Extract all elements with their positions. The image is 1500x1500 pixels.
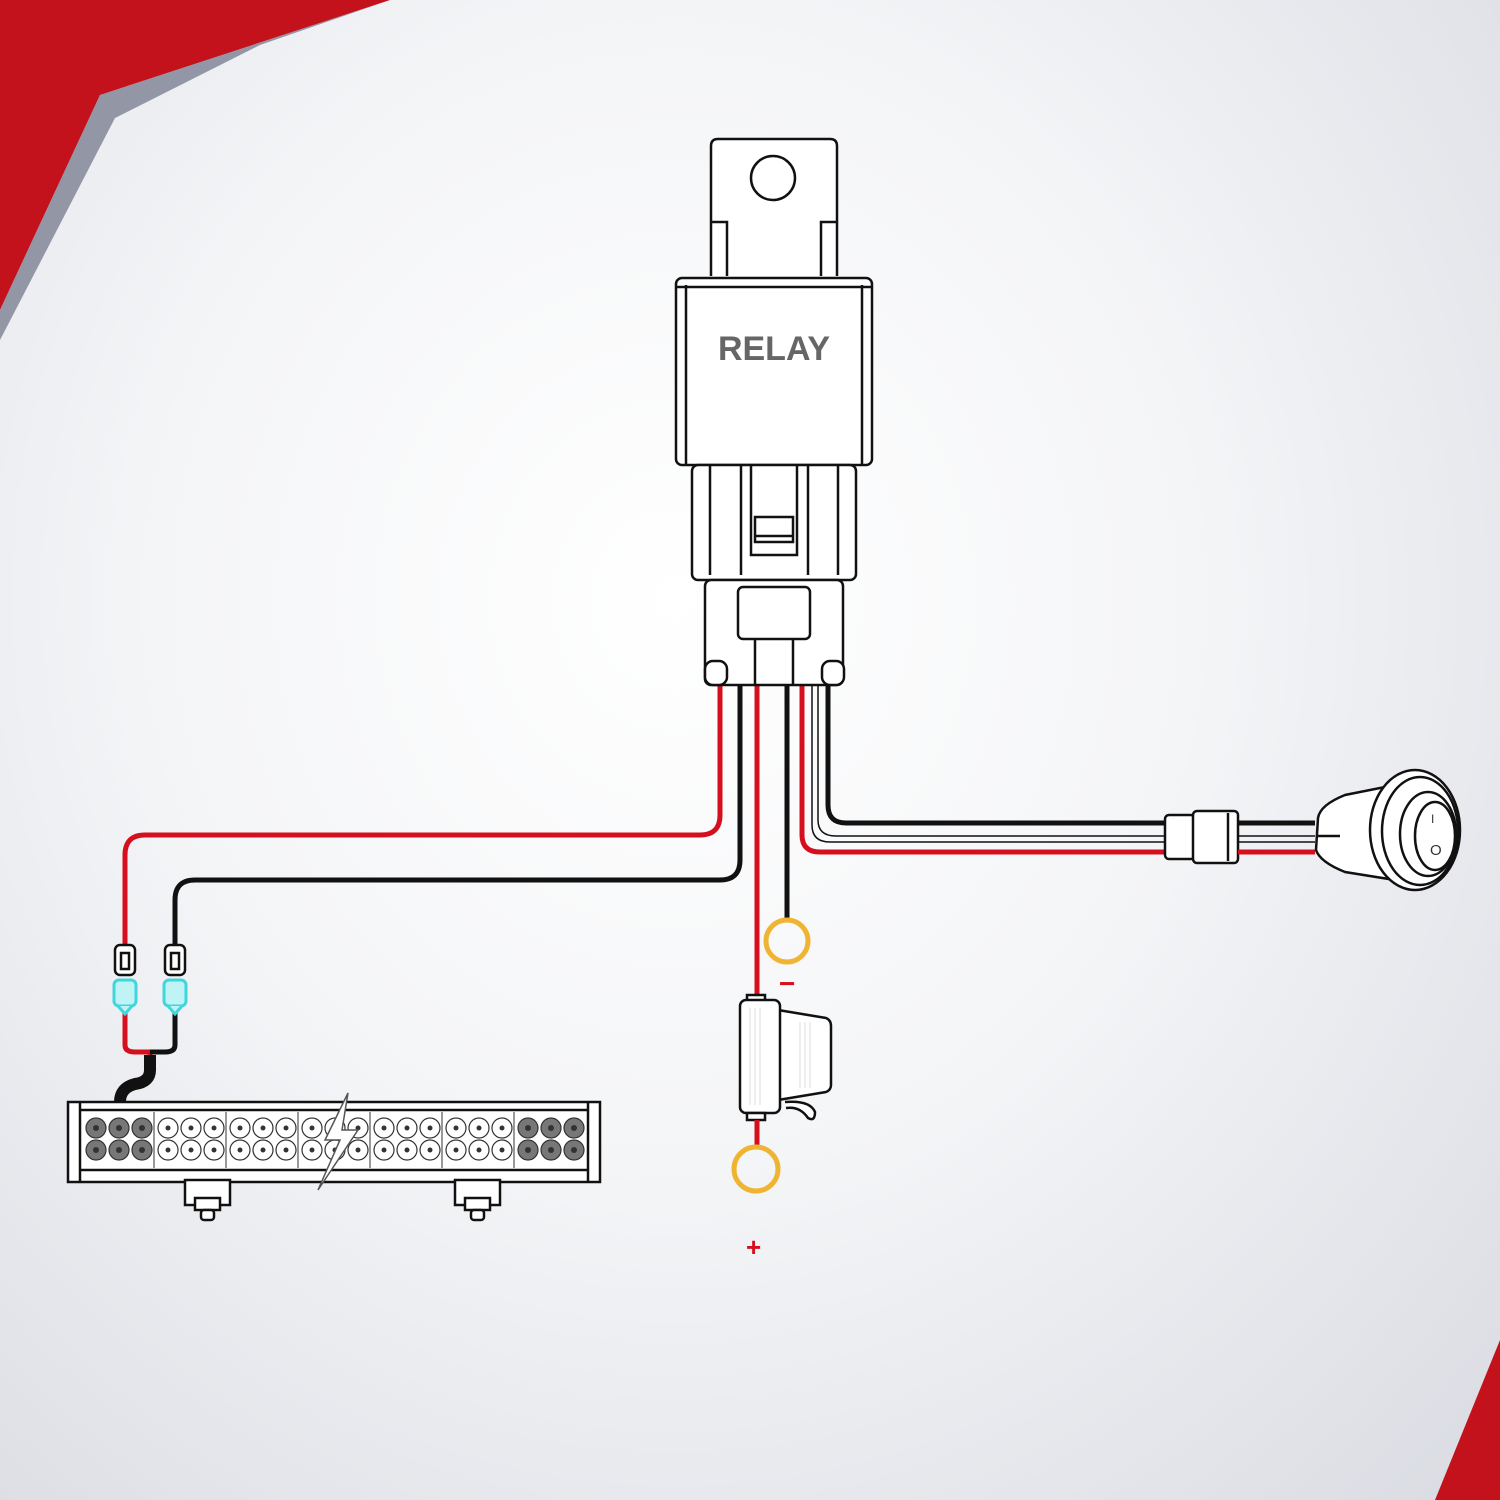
connector-black — [162, 943, 188, 1017]
led-center — [188, 1147, 194, 1153]
wire-red-switch — [799, 685, 1315, 855]
led-center — [165, 1125, 171, 1131]
led-center — [283, 1147, 289, 1153]
led-light-bar — [66, 1092, 602, 1222]
ground-ring-terminal — [763, 917, 811, 965]
led-center — [309, 1125, 315, 1131]
positive-ring-terminal — [731, 1144, 781, 1194]
positive-terminal-label: + — [746, 1232, 762, 1262]
led-center — [381, 1125, 387, 1131]
led-center — [355, 1147, 361, 1153]
relay-mount-hole — [749, 154, 797, 202]
led-center — [93, 1147, 99, 1153]
led-center — [427, 1147, 433, 1153]
led-center — [499, 1147, 505, 1153]
led-center — [309, 1147, 315, 1153]
led-center — [116, 1125, 122, 1131]
led-center — [165, 1147, 171, 1153]
corner-decoration-bottom-right — [1435, 1340, 1500, 1500]
led-center — [211, 1125, 217, 1131]
wire-red-lightbar — [122, 685, 723, 945]
led-center — [548, 1147, 554, 1153]
led-center — [283, 1125, 289, 1131]
bullet-connectors — [112, 943, 188, 1017]
led-center — [571, 1125, 577, 1131]
relay-label: RELAY — [717, 330, 831, 368]
led-center — [237, 1147, 243, 1153]
wire-black-lightbar — [172, 685, 743, 945]
led-center — [525, 1125, 531, 1131]
led-center — [525, 1147, 531, 1153]
led-center — [427, 1125, 433, 1131]
led-center — [404, 1125, 410, 1131]
fuse-holder — [738, 993, 833, 1146]
relay — [674, 137, 874, 687]
led-center — [453, 1125, 459, 1131]
led-center — [476, 1147, 482, 1153]
switch-inline-connector — [1163, 809, 1240, 865]
negative-terminal-label: − — [779, 968, 796, 999]
led-center — [260, 1147, 266, 1153]
led-center — [571, 1147, 577, 1153]
corner-decoration-top-left — [0, 0, 390, 340]
wire-black-switch — [825, 685, 1315, 826]
led-center — [548, 1125, 554, 1131]
switch-on-mark: I — [1431, 812, 1435, 826]
connector-red — [112, 943, 138, 1017]
led-center — [453, 1147, 459, 1153]
led-center — [139, 1125, 145, 1131]
led-center — [139, 1147, 145, 1153]
switch-off-mark: O — [1430, 842, 1442, 859]
mount-bracket — [183, 1178, 232, 1222]
rocker-switch — [1314, 768, 1462, 892]
mount-bracket — [453, 1178, 502, 1222]
led-center — [93, 1125, 99, 1131]
led-center — [260, 1125, 266, 1131]
led-center — [237, 1125, 243, 1131]
led-center — [404, 1147, 410, 1153]
led-center — [116, 1147, 122, 1153]
wires — [114, 685, 1315, 1103]
led-center — [211, 1147, 217, 1153]
lightning-break — [317, 1092, 360, 1191]
led-center — [188, 1125, 194, 1131]
led-center — [499, 1125, 505, 1131]
led-center — [476, 1125, 482, 1131]
led-center — [381, 1147, 387, 1153]
